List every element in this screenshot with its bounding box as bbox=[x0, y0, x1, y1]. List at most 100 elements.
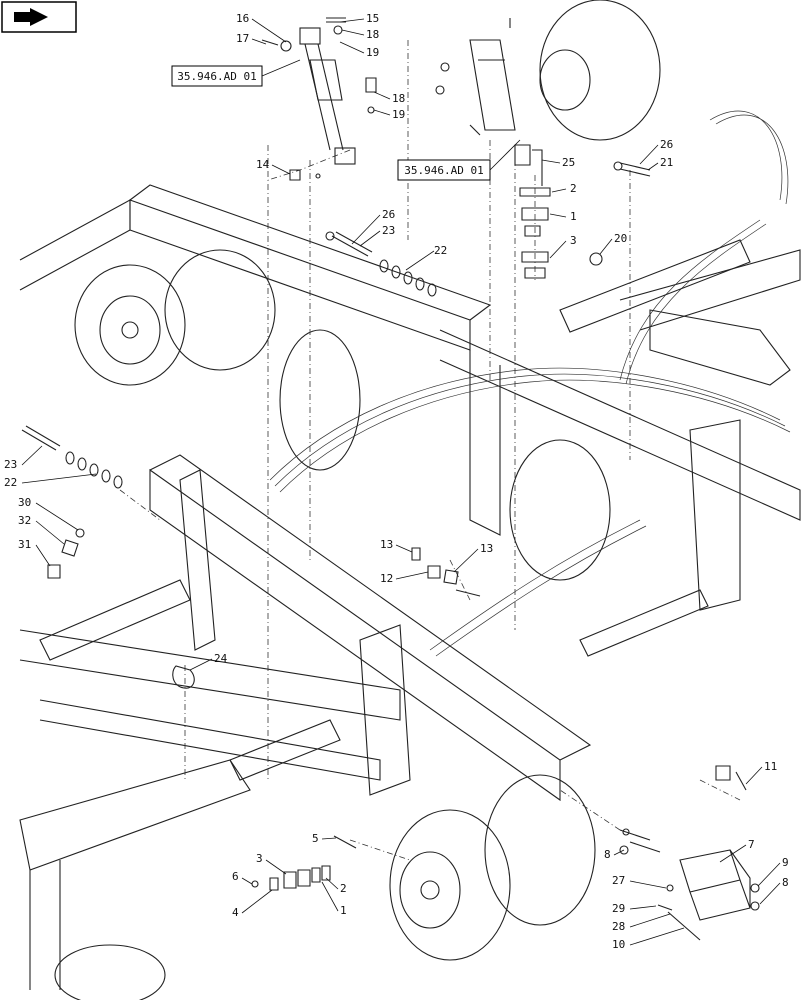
callout-9: 9 bbox=[757, 856, 789, 887]
wheel-center bbox=[279, 329, 361, 471]
wheel-front bbox=[389, 774, 596, 961]
svg-text:9: 9 bbox=[782, 856, 789, 869]
callout-20: 20 bbox=[599, 232, 627, 255]
svg-text:4: 4 bbox=[232, 906, 239, 919]
callout-8-left: 8 bbox=[604, 848, 625, 861]
svg-text:27: 27 bbox=[612, 874, 625, 887]
svg-text:29: 29 bbox=[612, 902, 625, 915]
callout-1-upper: 1 bbox=[549, 210, 577, 223]
callout-1-lower: 1 bbox=[321, 881, 347, 917]
fitting-20 bbox=[589, 252, 603, 266]
svg-text:19: 19 bbox=[366, 46, 379, 59]
svg-text:8: 8 bbox=[604, 848, 611, 861]
svg-text:13: 13 bbox=[380, 538, 393, 551]
callout-13-right: 13 bbox=[453, 542, 493, 573]
svg-text:23: 23 bbox=[382, 224, 395, 237]
callout-21: 21 bbox=[647, 156, 673, 171]
hydraulic-cylinder-left bbox=[261, 17, 377, 165]
svg-text:28: 28 bbox=[612, 920, 625, 933]
fitting-11 bbox=[715, 765, 747, 791]
svg-text:20: 20 bbox=[614, 232, 627, 245]
callout-18-top: 18 bbox=[341, 28, 379, 41]
callout-22-left: 22 bbox=[4, 473, 97, 489]
svg-text:23: 23 bbox=[4, 458, 17, 471]
callout-10: 10 bbox=[612, 927, 685, 951]
clamp-parts-left bbox=[47, 528, 85, 579]
assembly-lines bbox=[119, 40, 741, 861]
valve-block-7 bbox=[619, 828, 760, 941]
callout-2-lower: 2 bbox=[325, 877, 347, 895]
svg-text:13: 13 bbox=[480, 542, 493, 555]
svg-text:1: 1 bbox=[340, 904, 347, 917]
svg-text:16: 16 bbox=[236, 12, 249, 25]
callout-24: 24 bbox=[189, 652, 228, 671]
reference-label: 35.946.AD 01 bbox=[177, 70, 256, 83]
svg-text:2: 2 bbox=[570, 182, 577, 195]
svg-text:18: 18 bbox=[392, 92, 405, 105]
svg-text:18: 18 bbox=[366, 28, 379, 41]
svg-text:8: 8 bbox=[782, 876, 789, 889]
wheel-top-right bbox=[539, 0, 661, 141]
callout-30: 30 bbox=[18, 496, 79, 531]
callout-18-mid: 18 bbox=[373, 91, 405, 105]
hydraulic-cylinder-center bbox=[435, 18, 531, 166]
svg-text:22: 22 bbox=[4, 476, 17, 489]
main-frame bbox=[19, 110, 801, 990]
callout-5: 5 bbox=[312, 832, 337, 845]
callout-26-right: 26 bbox=[639, 138, 673, 165]
callout-6: 6 bbox=[232, 870, 253, 885]
svg-text:10: 10 bbox=[612, 938, 625, 951]
svg-text:15: 15 bbox=[366, 12, 379, 25]
wheel-right-mid bbox=[509, 439, 611, 581]
callout-12: 12 bbox=[380, 571, 429, 585]
svg-text:21: 21 bbox=[660, 156, 673, 169]
callout-3-upper: 3 bbox=[549, 234, 577, 259]
callout-31: 31 bbox=[18, 538, 51, 567]
wheel-rear-left bbox=[74, 249, 276, 386]
svg-text:1: 1 bbox=[570, 210, 577, 223]
callout-17: 17 bbox=[236, 32, 267, 45]
callouts: 16 15 17 18 19 18 19 14 26 23 22 25 2 1 … bbox=[4, 12, 789, 951]
svg-text:3: 3 bbox=[256, 852, 263, 865]
svg-text:26: 26 bbox=[660, 138, 673, 151]
svg-text:6: 6 bbox=[232, 870, 239, 883]
callout-19-top: 19 bbox=[339, 41, 379, 59]
fittings-12-13 bbox=[411, 547, 481, 597]
reference-box-2[interactable]: 35.946.AD 01 bbox=[397, 139, 521, 181]
svg-text:5: 5 bbox=[312, 832, 319, 845]
svg-text:24: 24 bbox=[214, 652, 228, 665]
callout-25: 25 bbox=[541, 156, 575, 169]
callout-22-upper: 22 bbox=[405, 244, 447, 271]
spacer-stack-lower bbox=[251, 835, 357, 891]
callout-19-mid: 19 bbox=[373, 108, 405, 121]
svg-text:32: 32 bbox=[18, 514, 31, 527]
spacer-stack-upper bbox=[519, 149, 551, 279]
fitting-14 bbox=[289, 169, 321, 181]
callout-26-upper: 26 bbox=[351, 208, 395, 245]
callout-15: 15 bbox=[339, 12, 379, 25]
callout-4: 4 bbox=[232, 889, 273, 919]
pin-upper-right bbox=[613, 161, 651, 177]
callout-28: 28 bbox=[612, 913, 671, 933]
svg-text:30: 30 bbox=[18, 496, 31, 509]
hose-clamp-24 bbox=[172, 665, 195, 689]
back-arrow-icon[interactable] bbox=[1, 1, 77, 33]
callout-23-upper: 23 bbox=[359, 224, 395, 247]
svg-text:17: 17 bbox=[236, 32, 249, 45]
pin-and-washers-left bbox=[21, 425, 123, 489]
svg-text:2: 2 bbox=[340, 882, 347, 895]
callout-29: 29 bbox=[612, 902, 657, 915]
svg-text:22: 22 bbox=[434, 244, 447, 257]
svg-text:14: 14 bbox=[256, 158, 270, 171]
callout-11: 11 bbox=[745, 760, 777, 785]
svg-text:19: 19 bbox=[392, 108, 405, 121]
pin-and-washers-upper bbox=[325, 231, 437, 297]
callout-8-right: 8 bbox=[759, 876, 789, 905]
callout-27: 27 bbox=[612, 874, 667, 889]
wheel-bottom-left bbox=[54, 944, 166, 1000]
svg-text:12: 12 bbox=[380, 572, 393, 585]
svg-text:3: 3 bbox=[570, 234, 577, 247]
reference-box-1[interactable]: 35.946.AD 01 bbox=[171, 59, 301, 87]
callout-32: 32 bbox=[18, 514, 65, 545]
